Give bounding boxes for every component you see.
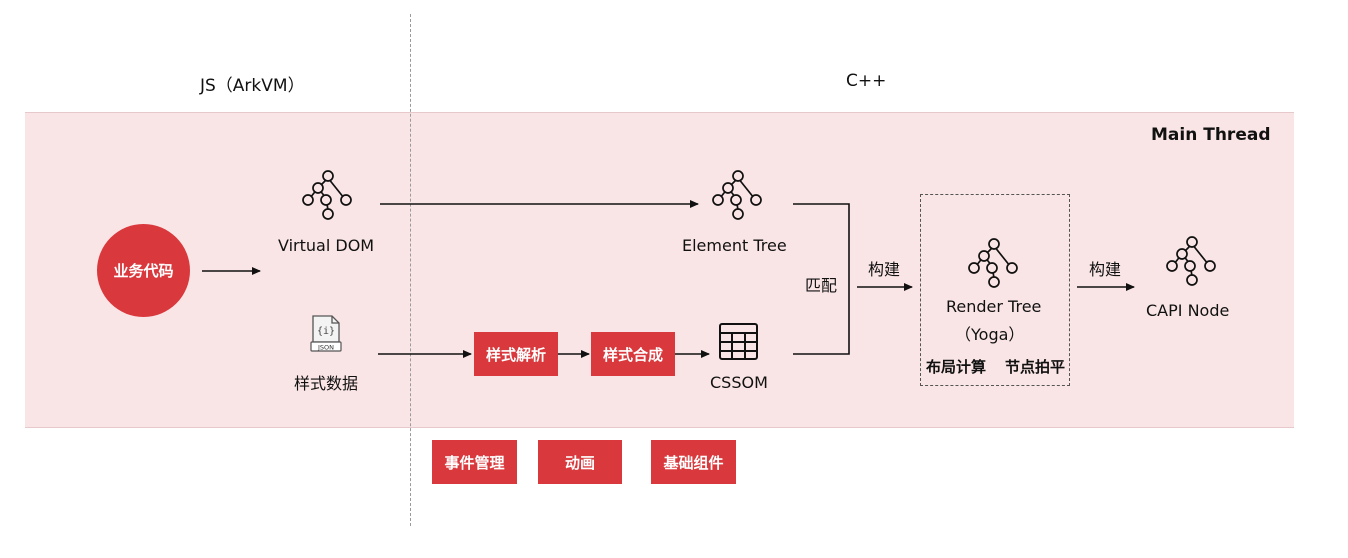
capi-node-label: CAPI Node: [1146, 301, 1230, 320]
style-parse-label: 样式解析: [485, 345, 546, 364]
svg-text:{i}: {i}: [317, 326, 335, 337]
layout-calc-label: 布局计算: [926, 358, 987, 376]
js-runtime-header: JS（ArkVM）: [200, 76, 305, 96]
tree-icon: [302, 170, 352, 220]
business-code-label: 业务代码: [113, 262, 174, 280]
module-label: 事件管理: [444, 453, 505, 472]
build-label-2: 构建: [1089, 260, 1122, 279]
match-label: 匹配: [805, 276, 838, 295]
tree-icon: [968, 238, 1018, 288]
cssom-label: CSSOM: [710, 373, 768, 392]
render-tree-box: [920, 194, 1070, 386]
module-label: 基础组件: [663, 453, 724, 472]
cpp-header: C++: [846, 71, 887, 91]
match-bracket: [793, 203, 850, 355]
virtual-dom-label: Virtual DOM: [278, 236, 375, 255]
node-flatten-label: 节点拍平: [1005, 358, 1066, 376]
json-tag: JSON: [317, 344, 334, 352]
module-label: 动画: [564, 453, 595, 472]
business-code-node: 业务代码: [97, 224, 190, 317]
json-file-icon: {i} JSON: [310, 315, 342, 352]
style-compose-label: 样式合成: [602, 345, 663, 364]
module-event-management: 事件管理: [432, 440, 517, 484]
table-icon: [719, 323, 758, 360]
style-data-label: 样式数据: [294, 374, 359, 393]
tree-icon: [1166, 236, 1216, 286]
tree-icon: [712, 170, 762, 220]
style-parse-box: 样式解析: [474, 332, 558, 376]
runtime-divider: [410, 14, 411, 526]
element-tree-label: Element Tree: [682, 236, 787, 255]
build-label-1: 构建: [868, 260, 901, 279]
render-tree-label: Render Tree: [946, 297, 1042, 316]
yoga-label: （Yoga）: [955, 325, 1025, 344]
style-compose-box: 样式合成: [591, 332, 675, 376]
module-basic-components: 基础组件: [651, 440, 736, 484]
module-animation: 动画: [538, 440, 622, 484]
main-thread-label: Main Thread: [1151, 125, 1271, 145]
